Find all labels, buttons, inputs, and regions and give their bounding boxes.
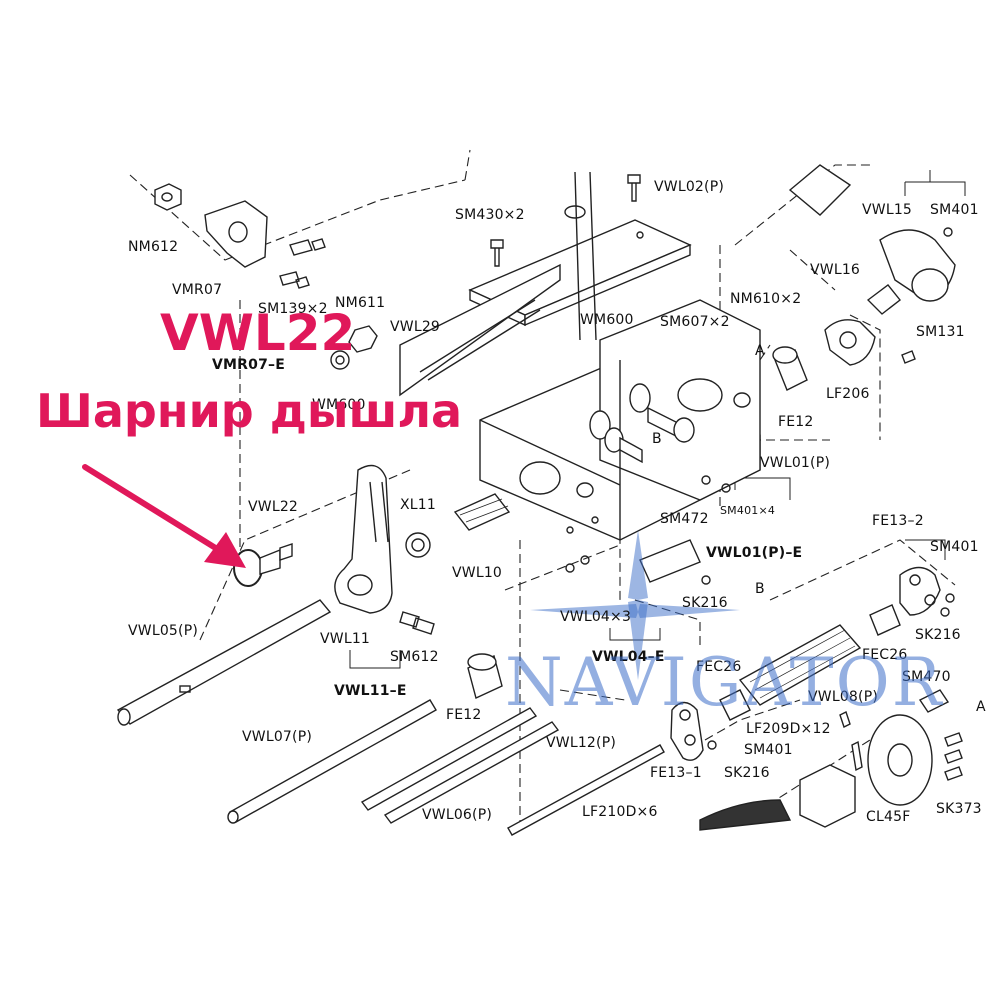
label-fec26-a: FEC26 — [696, 659, 742, 675]
label-sm131: SM131 — [916, 324, 965, 340]
label-sm401-low: SM401 — [744, 742, 793, 758]
label-vwl10: VWL10 — [452, 565, 503, 581]
label-sk373: SK373 — [936, 801, 982, 817]
arm-bracket — [399, 263, 561, 397]
label-b-mid: B — [652, 431, 662, 447]
label-vwl22: VWL22 — [248, 499, 299, 515]
label-vwl02p: VWL02(P) — [654, 179, 725, 195]
label-sm401x4: SM401×4 — [720, 504, 776, 517]
label-vwl29: VWL29 — [390, 319, 441, 335]
label-vwl06p: VWL06(P) — [422, 807, 493, 823]
roller-bearing — [453, 493, 511, 531]
set-screws — [565, 227, 955, 750]
right-side-parts — [639, 164, 956, 831]
label-sm430x2: SM430×2 — [455, 207, 525, 223]
label-vwl04x3: VWL04×3 — [560, 609, 632, 625]
main-block — [479, 299, 761, 541]
callout-description: Шарнир дышла — [36, 384, 463, 438]
label-sm472: SM472 — [660, 511, 709, 527]
label-fec26-b: FEC26 — [862, 647, 908, 663]
callout-arrow-icon — [82, 464, 246, 568]
label-a-corner: A — [976, 699, 986, 715]
label-fe13-2: FE13–2 — [872, 513, 924, 529]
label-vwl08p: VWL08(P) — [808, 689, 879, 705]
label-wm600-mid: WM600 — [580, 312, 634, 328]
label-vwl04e: VWL04–E — [592, 649, 665, 665]
label-vmr07: VMR07 — [172, 282, 223, 298]
label-lf206: LF206 — [826, 386, 870, 402]
label-a-top: A — [755, 343, 765, 359]
label-sk216-low: SK216 — [724, 765, 770, 781]
label-vmr07e: VMR07–E — [212, 357, 285, 373]
label-sm139x2: SM139×2 — [258, 301, 328, 317]
label-sm607x2: SM607×2 — [660, 314, 730, 330]
label-vwl16: VWL16 — [810, 262, 861, 278]
label-sm401-top: SM401 — [930, 202, 979, 218]
label-vwl01p: VWL01(P) — [760, 455, 831, 471]
sleeve-bushing — [467, 653, 503, 699]
label-fe12-right: FE12 — [778, 414, 814, 430]
label-lf209dx12: LF209D×12 — [746, 721, 831, 737]
label-sm401-right: SM401 — [930, 539, 979, 555]
label-nm611: NM611 — [335, 295, 386, 311]
label-cl45f: CL45F — [866, 809, 911, 825]
label-vwl07p: VWL07(P) — [242, 729, 313, 745]
callout-part-number: VWL22 — [160, 304, 356, 362]
label-vwl01pe: VWL01(P)–E — [706, 545, 803, 561]
label-vwl11: VWL11 — [320, 631, 371, 647]
label-nm610x2: NM610×2 — [730, 291, 802, 307]
label-sk216-mid: SK216 — [682, 595, 728, 611]
label-vwl11e: VWL11–E — [334, 683, 407, 699]
watermark-compass-icon — [530, 530, 740, 680]
label-fe13-1: FE13–1 — [650, 765, 702, 781]
rods — [116, 599, 665, 836]
label-vwl15: VWL15 — [862, 202, 913, 218]
watermark-logo: NAVIGATOR — [505, 644, 944, 721]
label-fe12-bottom: FE12 — [446, 707, 482, 723]
clamp-assembly — [154, 183, 268, 268]
label-vwl05p: VWL05(P) — [128, 623, 199, 639]
label-sm470: SM470 — [902, 669, 951, 685]
label-sk216-right: SK216 — [915, 627, 961, 643]
label-sm612: SM612 — [390, 649, 439, 665]
label-nm612: NM612 — [128, 239, 179, 255]
link-arm — [334, 464, 431, 614]
label-vwl12p: VWL12(P) — [546, 735, 617, 751]
label-wm600-left: WM600 — [312, 397, 366, 413]
label-b-right: B — [755, 581, 765, 597]
label-lf210dx6: LF210D×6 — [582, 804, 658, 820]
washers-and-nuts — [330, 325, 695, 464]
label-xl11: XL11 — [400, 497, 437, 513]
